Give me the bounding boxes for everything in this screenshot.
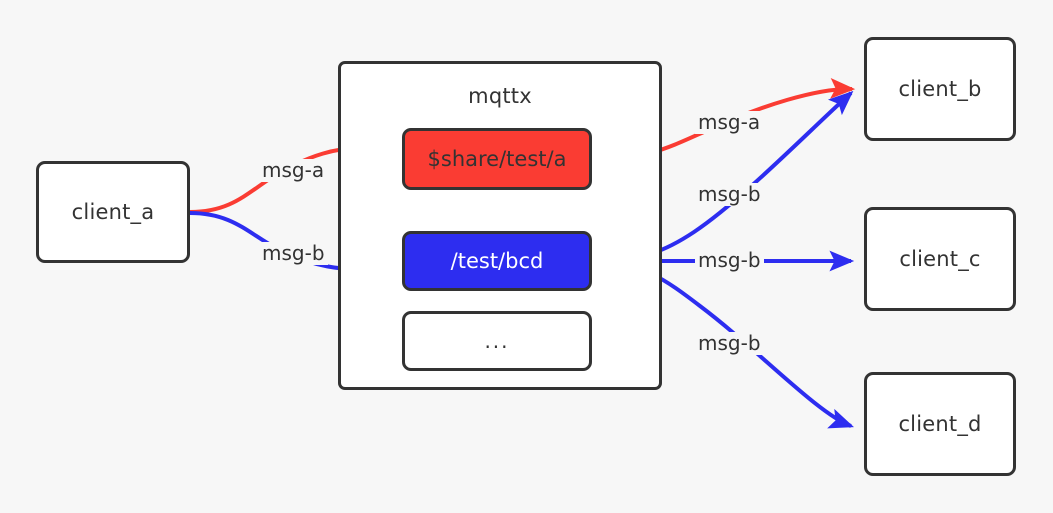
topic-more[interactable]: ...	[402, 311, 592, 371]
node-client-c-label: client_c	[899, 247, 981, 271]
topic-more-label: ...	[484, 329, 510, 353]
node-client-b[interactable]: client_b	[864, 37, 1016, 141]
topic-share-test-a[interactable]: $share/test/a	[402, 128, 592, 190]
node-client-a-label: client_a	[71, 200, 155, 224]
topic-share-test-a-label: $share/test/a	[427, 147, 567, 171]
node-client-a[interactable]: client_a	[36, 161, 190, 263]
edge-label-in-msg-b: msg-b	[259, 242, 328, 265]
topic-test-bcd[interactable]: /test/bcd	[402, 231, 592, 291]
node-client-d[interactable]: client_d	[864, 372, 1016, 476]
node-client-b-label: client_b	[898, 77, 982, 101]
edge-label-out-msg-b-client-b: msg-b	[695, 183, 764, 206]
node-client-d-label: client_d	[898, 412, 982, 436]
edge-label-out-msg-a-client-b: msg-a	[695, 111, 764, 134]
edge-label-out-msg-b-client-d: msg-b	[695, 332, 764, 355]
edge-label-in-msg-a: msg-a	[259, 159, 328, 182]
edge-label-out-msg-b-client-c: msg-b	[695, 249, 764, 272]
broker-title: mqttx	[468, 84, 532, 108]
topic-test-bcd-label: /test/bcd	[450, 249, 544, 273]
node-client-c[interactable]: client_c	[864, 207, 1016, 311]
